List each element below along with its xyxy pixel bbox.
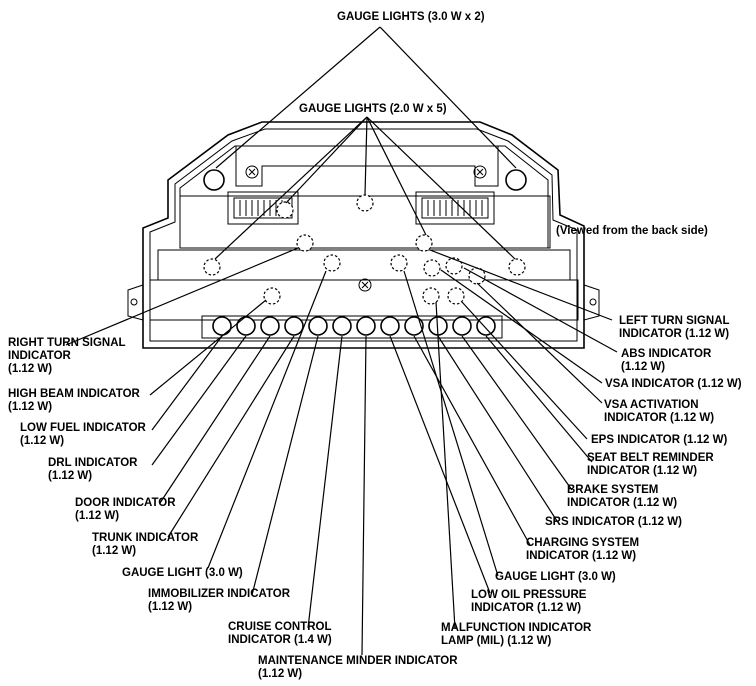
label-eps-indicator: EPS INDICATOR (1.12 W) bbox=[591, 434, 727, 446]
label-left-turn-signal-indicator: LEFT TURN SIGNAL bbox=[619, 315, 730, 327]
label-trunk-indicator-watt: (1.12 W) bbox=[92, 545, 136, 557]
label-vsa-activation-indicator-watt: INDICATOR (1.12 W) bbox=[604, 412, 714, 424]
label-seat-belt-reminder-indicator: SEAT BELT REMINDER bbox=[587, 452, 714, 464]
label-seat-belt-reminder-indicator-watt: INDICATOR (1.12 W) bbox=[587, 465, 697, 477]
label-abs-indicator: ABS INDICATOR bbox=[621, 348, 712, 360]
label-gauge-light-right: GAUGE LIGHT (3.0 W) bbox=[495, 571, 616, 583]
leader-lines bbox=[65, 26, 618, 656]
label-low-fuel-indicator-watt: (1.12 W) bbox=[20, 435, 64, 447]
label-low-fuel-indicator: LOW FUEL INDICATOR bbox=[20, 422, 147, 434]
gauge-light-top-left-bulb bbox=[203, 169, 225, 191]
label-srs-indicator: SRS INDICATOR (1.12 W) bbox=[545, 516, 682, 528]
label-immobilizer-indicator: IMMOBILIZER INDICATOR bbox=[148, 588, 291, 600]
bottom-bulb-row bbox=[212, 316, 496, 336]
label-brake-system-indicator-watt: INDICATOR (1.12 W) bbox=[567, 497, 677, 509]
label-left-turn-signal-indicator-line2: INDICATOR (1.12 W) bbox=[619, 328, 729, 340]
label-right-turn-signal-indicator: RIGHT TURN SIGNAL bbox=[8, 337, 126, 349]
label-charging-system-indicator-watt: INDICATOR (1.12 W) bbox=[526, 550, 636, 562]
dashed-bulbs bbox=[203, 194, 526, 305]
label-vsa-activation-indicator: VSA ACTIVATION bbox=[604, 399, 699, 411]
label-drl-indicator-watt: (1.12 W) bbox=[48, 470, 92, 482]
label-drl-indicator: DRL INDICATOR bbox=[48, 457, 138, 469]
label-cruise-control-indicator: CRUISE CONTROL bbox=[228, 621, 332, 633]
label-brake-system-indicator: BRAKE SYSTEM bbox=[567, 484, 658, 496]
label-gauge-lights-2w: GAUGE LIGHTS (2.0 W x 5) bbox=[299, 103, 447, 115]
label-low-oil-pressure-indicator-watt: INDICATOR (1.12 W) bbox=[471, 602, 581, 614]
cluster-housing bbox=[127, 121, 600, 349]
label-vsa-indicator: VSA INDICATOR (1.12 W) bbox=[605, 378, 742, 390]
label-gauge-light-left: GAUGE LIGHT (3.0 W) bbox=[122, 567, 243, 579]
label-malfunction-indicator-lamp-watt: LAMP (MIL) (1.12 W) bbox=[441, 635, 551, 647]
label-charging-system-indicator: CHARGING SYSTEM bbox=[526, 537, 639, 549]
label-immobilizer-indicator-watt: (1.12 W) bbox=[148, 601, 192, 613]
gauge-light-top-right-bulb bbox=[505, 169, 527, 191]
label-abs-indicator-watt: (1.12 W) bbox=[621, 361, 665, 373]
labels: GAUGE LIGHTS (3.0 W x 2) GAUGE LIGHTS (2… bbox=[8, 11, 742, 680]
label-right-turn-signal-indicator-line2: INDICATOR bbox=[8, 350, 72, 362]
label-right-turn-signal-indicator-watt: (1.12 W) bbox=[8, 363, 52, 375]
label-trunk-indicator: TRUNK INDICATOR bbox=[92, 532, 199, 544]
label-gauge-lights-3w: GAUGE LIGHTS (3.0 W x 2) bbox=[337, 11, 485, 23]
label-door-indicator: DOOR INDICATOR bbox=[75, 497, 176, 509]
note-viewed-from-back: (Viewed from the back side) bbox=[556, 225, 708, 237]
label-maintenance-minder-indicator: MAINTENANCE MINDER INDICATOR bbox=[258, 655, 458, 667]
label-malfunction-indicator-lamp: MALFUNCTION INDICATOR bbox=[441, 622, 592, 634]
label-high-beam-indicator: HIGH BEAM INDICATOR bbox=[8, 388, 141, 400]
label-low-oil-pressure-indicator: LOW OIL PRESSURE bbox=[471, 589, 587, 601]
label-cruise-control-indicator-watt: INDICATOR (1.4 W) bbox=[228, 634, 332, 646]
label-door-indicator-watt: (1.12 W) bbox=[75, 510, 119, 522]
label-high-beam-indicator-watt: (1.12 W) bbox=[8, 401, 52, 413]
label-maintenance-minder-indicator-watt: (1.12 W) bbox=[258, 668, 302, 680]
